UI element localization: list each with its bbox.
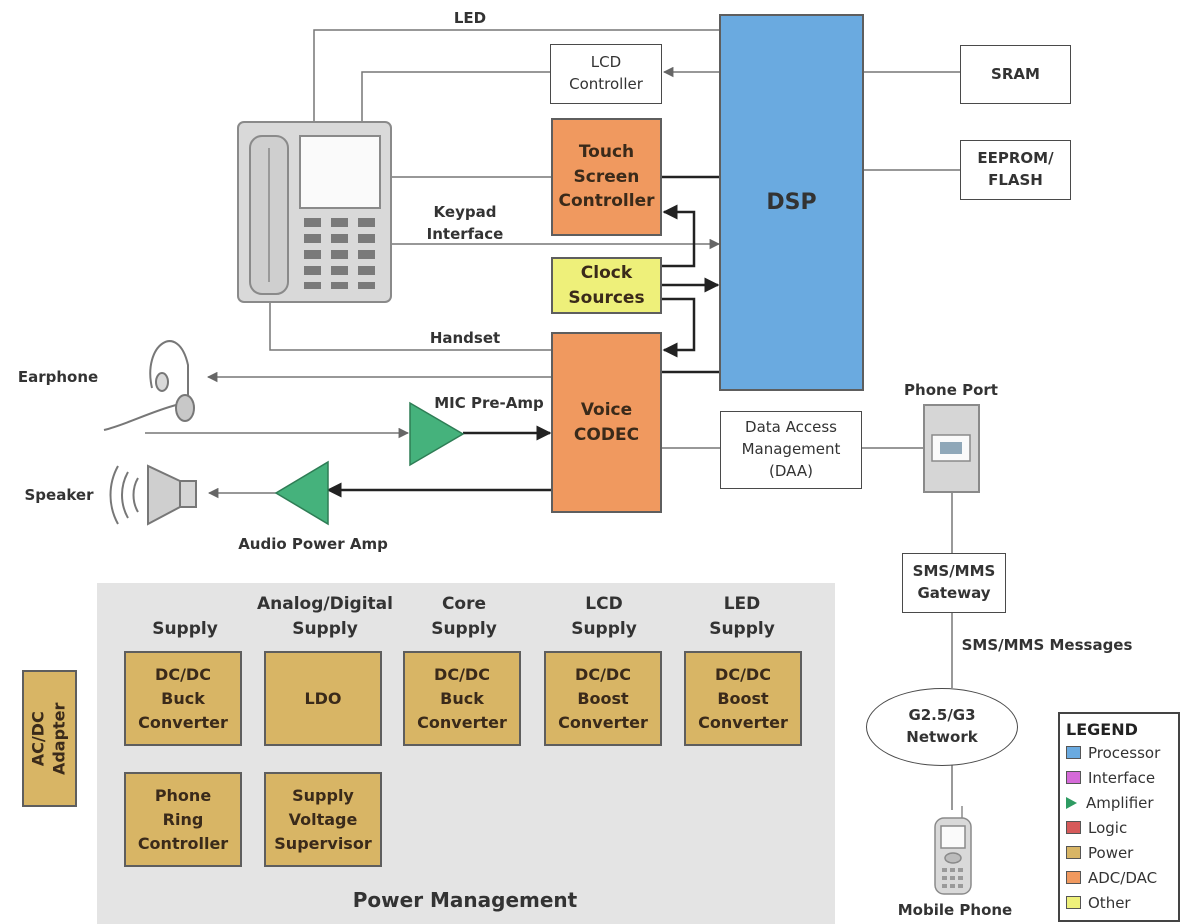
handset-label: Handset [429,329,501,347]
power-management-panel [97,583,835,924]
speaker-label: Speaker [24,486,94,504]
legend-item-other: Other [1066,890,1178,915]
dcdc-buck-converter-core: DC/DC Buck Converter [403,651,521,746]
sms-mms-gateway-block: SMS/MMS Gateway [902,553,1006,613]
legend-label: Interface [1088,768,1156,787]
legend-item-logic: Logic [1066,815,1178,840]
dcdc-boost-converter-led: DC/DC Boost Converter [684,651,802,746]
pm-header-lcd: LCD Supply [571,594,637,639]
dcdc-boost-converter-lcd: DC/DC Boost Converter [544,651,662,746]
power-swatch [1066,846,1081,859]
mobile-phone-label: Mobile Phone [897,901,1013,919]
power-management-title: Power Management [352,888,578,912]
legend-label: Logic [1088,818,1128,837]
legend: LEGEND Processor Interface Amplifier Log… [1058,712,1180,922]
mic-preamp-amplifier [409,401,465,467]
pm-header-analog-digital: Analog/Digital Supply [257,594,393,639]
headset-icon [103,340,195,431]
logic-swatch [1066,821,1081,834]
amplifier-triangle-icon [1066,796,1077,809]
legend-item-amplifier: Amplifier [1066,790,1178,815]
keypad-interface-label: Keypad Interface [426,203,504,243]
earphone-label: Earphone [17,368,99,386]
legend-item-interface: Interface [1066,765,1178,790]
mic-preamp-label: MIC Pre-Amp [434,394,544,412]
clock-sources-block: Clock Sources [551,257,662,314]
daa-block: Data Access Management (DAA) [720,411,862,489]
phone-port-label: Phone Port [904,381,998,399]
supply-voltage-supervisor-block: Supply Voltage Supervisor [264,772,382,867]
eeprom-flash-block: EEPROM/ FLASH [960,140,1071,200]
legend-label: Other [1088,893,1131,912]
interface-swatch [1066,771,1081,784]
audio-power-amp-label: Audio Power Amp [238,535,388,553]
legend-item-processor: Processor [1066,740,1178,765]
voice-codec-block: Voice CODEC [551,332,662,513]
audio-power-amplifier [274,460,329,526]
sram-block: SRAM [960,45,1071,104]
legend-label: ADC/DAC [1088,868,1158,887]
dcdc-buck-converter-supply: DC/DC Buck Converter [124,651,242,746]
legend-label: Processor [1088,743,1161,762]
legend-item-power: Power [1066,840,1178,865]
mobile-phone-icon [934,806,972,895]
pm-header-supply: Supply [152,619,218,639]
pm-header-led: LED Supply [709,594,775,639]
legend-title: LEGEND [1066,720,1138,739]
network-ellipse: G2.5/G3 Network [866,688,1018,766]
legend-label: Amplifier [1086,793,1154,812]
sms-mms-messages-label: SMS/MMS Messages [961,636,1133,654]
phone-ring-controller-block: Phone Ring Controller [124,772,242,867]
ldo-block: LDO [264,651,382,746]
adc-dac-swatch [1066,871,1081,884]
lcd-controller-block: LCD Controller [550,44,662,104]
processor-swatch [1066,746,1081,759]
phone-port-icon [923,404,980,493]
speaker-icon [109,464,197,526]
desk-phone-icon [237,121,392,303]
ac-dc-adapter-label: AC/DC Adapter [28,702,69,775]
led-label: LED [453,9,487,27]
dsp-block: DSP [719,14,864,391]
ac-dc-adapter-block: AC/DC Adapter [22,670,77,807]
legend-label: Power [1088,843,1134,862]
touch-screen-controller-block: Touch Screen Controller [551,118,662,236]
legend-item-adc-dac: ADC/DAC [1066,865,1178,890]
pm-header-core: Core Supply [431,594,497,639]
other-swatch [1066,896,1081,909]
